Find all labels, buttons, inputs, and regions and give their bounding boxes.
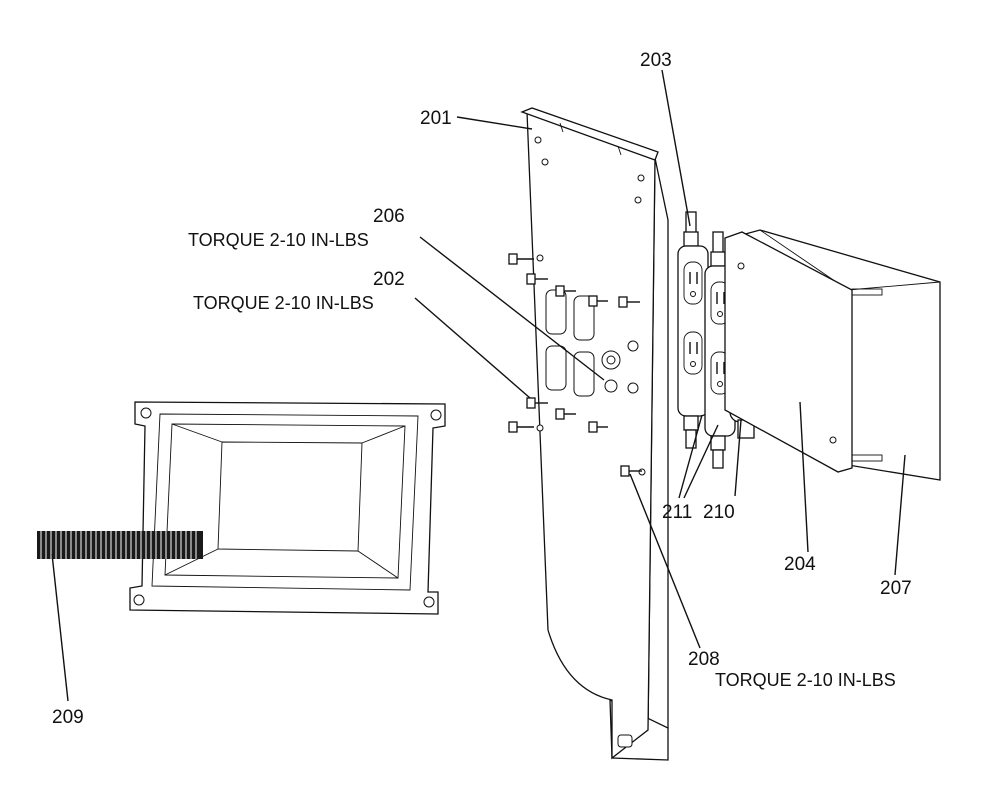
callout-211: 211 (662, 502, 692, 523)
callout-201: 201 (420, 108, 452, 129)
callout-204: 204 (784, 554, 816, 575)
callout-203: 203 (640, 50, 672, 71)
duplex-receptacle-left (677, 211, 709, 449)
callout-202: 202 (373, 269, 405, 290)
callout-210: 210 (703, 502, 735, 523)
edge-trim-strip (37, 531, 203, 559)
callout-207: 207 (880, 578, 912, 599)
leader-lines (51, 69, 906, 702)
torque-notes: TORQUE 2-10 IN-LBS TORQUE 2-10 IN-LBS TO… (188, 230, 896, 690)
enclosure-box (724, 229, 941, 481)
panel-screws (508, 253, 642, 477)
mounting-plate (520, 107, 669, 761)
callout-208: 208 (688, 649, 720, 670)
torque-note-206: TORQUE 2-10 IN-LBS (188, 230, 369, 250)
torque-note-208: TORQUE 2-10 IN-LBS (715, 670, 896, 690)
callout-206: 206 (373, 206, 405, 227)
panel-frame (129, 401, 446, 615)
callout-209: 209 (52, 707, 84, 728)
torque-note-202: TORQUE 2-10 IN-LBS (193, 293, 374, 313)
callout-labels: 201 202 203 204 206 207 208 209 210 211 (52, 50, 912, 728)
